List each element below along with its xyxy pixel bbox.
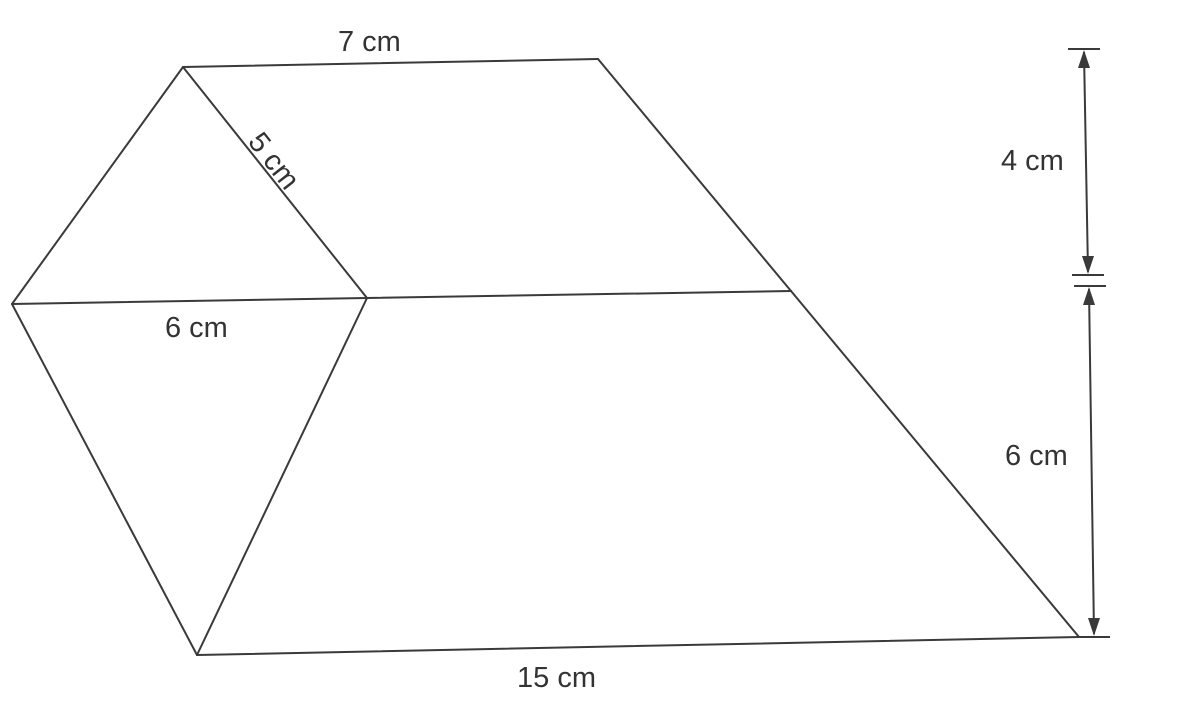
edge-top <box>182 58 599 68</box>
edge-lower-triangle-right <box>196 297 368 656</box>
label-upper-height: 4 cm <box>1001 145 1064 177</box>
edge-middle-right <box>366 290 792 299</box>
dim-line-lower <box>1088 288 1095 635</box>
label-bottom-edge: 15 cm <box>517 662 596 694</box>
arrowhead-lower-top <box>1083 287 1095 305</box>
label-middle-edge: 6 cm <box>165 312 228 344</box>
edge-right-upper <box>597 58 792 292</box>
label-top-edge: 7 cm <box>338 26 401 58</box>
dim-line-upper <box>1083 51 1089 273</box>
edge-bottom <box>196 636 1080 656</box>
edge-upper-triangle-left <box>11 66 184 305</box>
height-dimension <box>1068 48 1110 638</box>
edge-right-lower <box>790 290 1080 638</box>
arrowhead-lower-bottom <box>1088 618 1100 636</box>
edge-upper-triangle-right <box>182 66 368 299</box>
arrowhead-upper-top <box>1078 50 1090 68</box>
edge-lower-triangle-left <box>11 303 198 656</box>
label-lower-height: 6 cm <box>1005 440 1068 472</box>
arrowhead-upper-bottom <box>1082 256 1094 274</box>
edge-middle-left <box>11 297 368 305</box>
label-slant-edge: 5 cm <box>241 127 305 196</box>
